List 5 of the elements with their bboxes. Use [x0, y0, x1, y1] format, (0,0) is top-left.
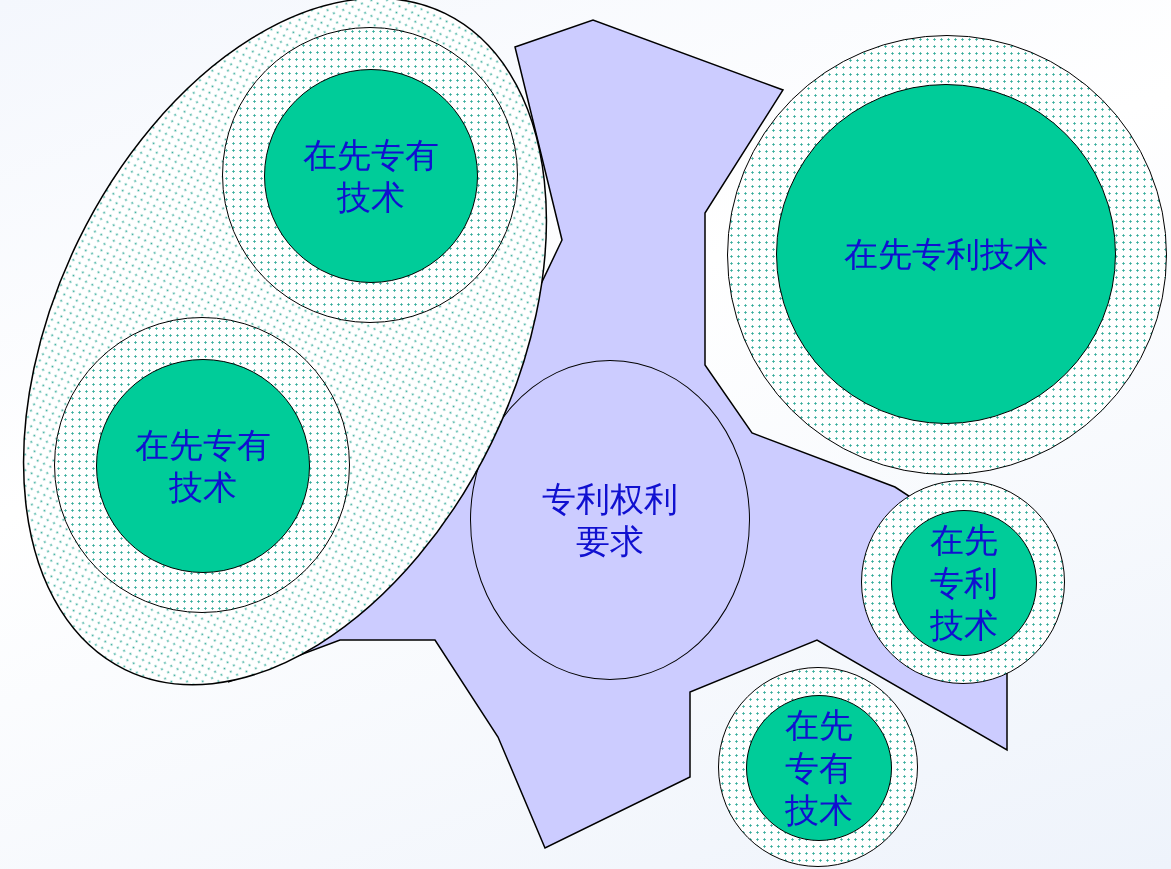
circle-node: 在先专利技术	[776, 84, 1116, 424]
circle-node: 在先专有技术	[264, 69, 478, 283]
circle-node: 在先专利技术	[891, 510, 1037, 656]
circle-node: 在先专有技术	[96, 359, 310, 573]
circle-node: 在先专有技术	[746, 695, 892, 841]
